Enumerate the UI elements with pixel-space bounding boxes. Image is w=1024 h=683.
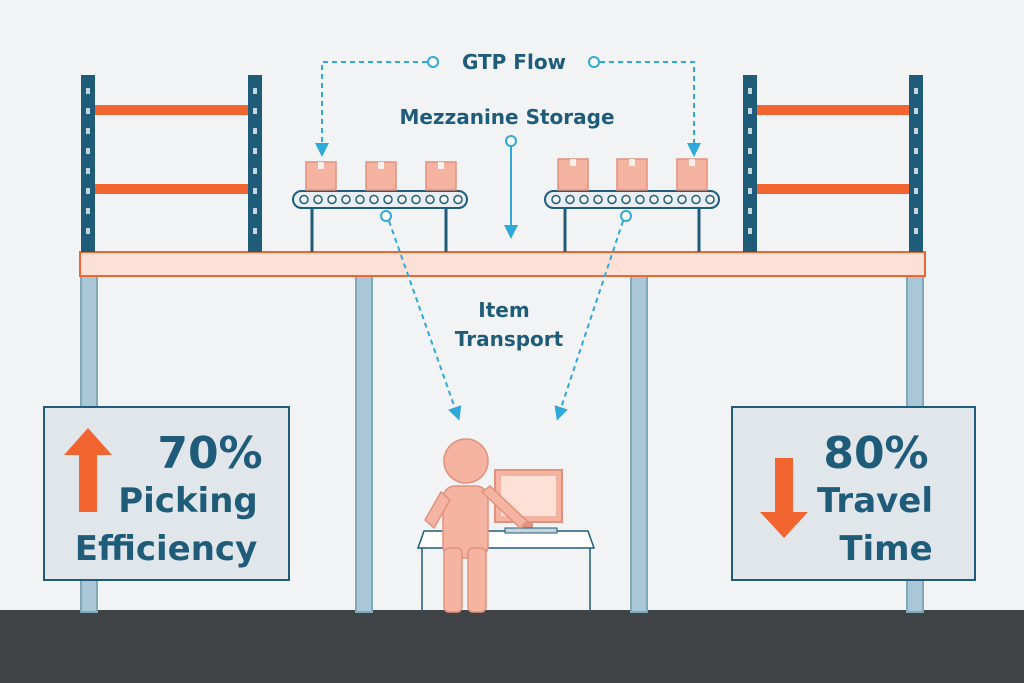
rack-upright [81, 75, 95, 252]
box-icon [557, 158, 589, 191]
connector-node [427, 56, 439, 68]
left-rack [81, 75, 262, 252]
floor [0, 610, 1024, 683]
support-column [355, 275, 373, 613]
item-transport-label-line2: Transport [455, 327, 564, 351]
box-icon [616, 158, 648, 191]
connector-node [620, 210, 632, 222]
stat-value: 70% [157, 428, 262, 479]
item-transport-connectors [388, 220, 624, 421]
rack-upright [248, 75, 262, 252]
mezzanine-storage-label: Mezzanine Storage [399, 105, 614, 129]
box-icon [425, 161, 457, 191]
stat-value: 80% [823, 428, 928, 479]
down-arrow-icon [760, 458, 808, 538]
rack-upright [909, 75, 923, 252]
item-transport-label-line1: Item [478, 298, 529, 322]
stat-label-line2: Efficiency [75, 529, 258, 569]
keyboard [504, 527, 558, 534]
conveyor-icon [544, 158, 720, 252]
stat-panel-travel-time: 80% Travel Time [731, 406, 976, 581]
stat-label-line1: Travel [817, 481, 933, 521]
up-arrow-icon [64, 428, 112, 512]
rack-beam [757, 105, 909, 115]
right-rack [743, 75, 923, 252]
rack-beam [95, 184, 248, 194]
connector-node [505, 135, 517, 147]
stat-label-line1: Picking [118, 481, 258, 521]
support-column [630, 275, 648, 613]
box-icon [305, 161, 337, 191]
connector-node [588, 56, 600, 68]
worker-icon [424, 438, 529, 613]
rack-beam [757, 184, 909, 194]
conveyor-icon [292, 161, 468, 252]
mezzanine-deck [79, 251, 926, 277]
rack-upright [743, 75, 757, 252]
rack-beam [95, 105, 248, 115]
gtp-flow-label: GTP Flow [462, 50, 566, 74]
stat-panel-picking-efficiency: 70% Picking Efficiency [43, 406, 290, 581]
gtp-flow-connectors [315, 61, 701, 157]
box-icon [676, 158, 708, 191]
workstation [416, 438, 596, 613]
connector-node [380, 210, 392, 222]
stat-label-line2: Time [839, 529, 932, 569]
box-icon [365, 161, 397, 191]
